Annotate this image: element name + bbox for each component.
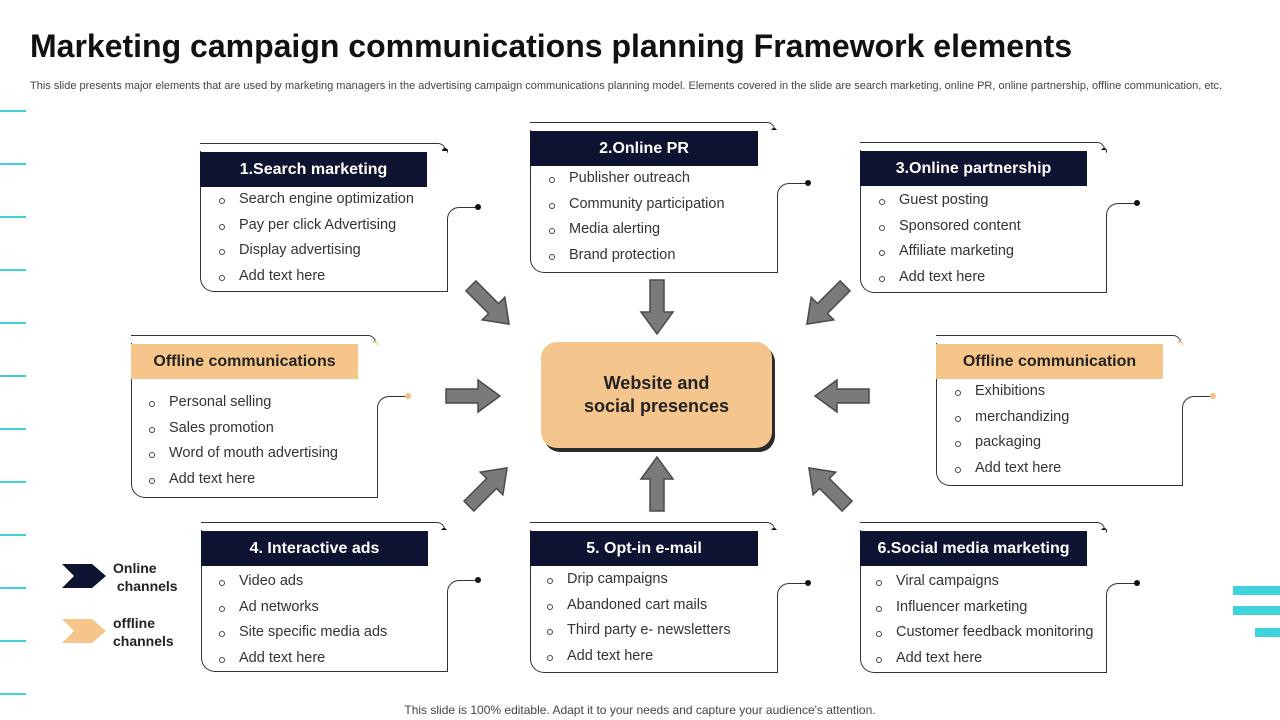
item-list: Exhibitions merchandizing packaging Add … bbox=[955, 379, 1069, 481]
legend-offline-label: offline channels bbox=[113, 615, 174, 649]
arrow-from-online-pr bbox=[640, 279, 674, 335]
box-header: 1.Search marketing bbox=[200, 152, 427, 187]
list-item: Influencer marketing bbox=[876, 595, 1093, 621]
list-item: Publisher outreach bbox=[549, 166, 725, 192]
right-bar-decoration bbox=[1255, 628, 1280, 637]
list-item: Drip campaigns bbox=[547, 567, 731, 593]
footer-note: This slide is 100% editable. Adapt it to… bbox=[404, 703, 876, 717]
list-item: Add text here bbox=[219, 264, 414, 290]
list-item: Exhibitions bbox=[955, 379, 1069, 405]
center-node: Website and social presences bbox=[541, 342, 772, 448]
list-item: Guest posting bbox=[879, 188, 1021, 214]
arrow-from-email bbox=[640, 456, 674, 512]
right-bar-decoration bbox=[1233, 606, 1280, 615]
list-item: Sponsored content bbox=[879, 214, 1021, 240]
item-list: Viral campaigns Influencer marketing Cus… bbox=[876, 569, 1093, 671]
list-item: Add text here bbox=[876, 646, 1093, 672]
box-header: 2.Online PR bbox=[530, 131, 758, 166]
list-item: Community participation bbox=[549, 192, 725, 218]
list-item: Sales promotion bbox=[149, 416, 338, 442]
box-header: 4. Interactive ads bbox=[201, 531, 428, 566]
list-item: merchandizing bbox=[955, 405, 1069, 431]
list-item: Add text here bbox=[547, 644, 731, 670]
list-item: Add text here bbox=[219, 646, 387, 672]
legend-online-label: Online channels bbox=[113, 560, 178, 594]
list-item: Search engine optimization bbox=[219, 187, 414, 213]
arrow-from-social bbox=[796, 455, 860, 519]
box-header: 5. Opt-in e-mail bbox=[530, 531, 758, 566]
list-item: Viral campaigns bbox=[876, 569, 1093, 595]
page-title: Marketing campaign communications planni… bbox=[30, 28, 1073, 64]
right-bar-decoration bbox=[1233, 586, 1280, 595]
list-item: Site specific media ads bbox=[219, 620, 387, 646]
box-header: Offline communication bbox=[936, 344, 1163, 379]
box-header: 3.Online partnership bbox=[860, 151, 1087, 186]
list-item: Personal selling bbox=[149, 390, 338, 416]
item-list: Personal selling Sales promotion Word of… bbox=[149, 390, 338, 492]
page-subtitle: This slide presents major elements that … bbox=[30, 80, 1223, 92]
list-item: Abandoned cart mails bbox=[547, 593, 731, 619]
list-item: Brand protection bbox=[549, 243, 725, 269]
item-list: Publisher outreach Community participati… bbox=[549, 166, 725, 268]
list-item: Media alerting bbox=[549, 217, 725, 243]
list-item: Customer feedback monitoring bbox=[876, 620, 1093, 646]
list-item: packaging bbox=[955, 430, 1069, 456]
list-item: Word of mouth advertising bbox=[149, 441, 338, 467]
list-item: Affiliate marketing bbox=[879, 239, 1021, 265]
list-item: Pay per click Advertising bbox=[219, 213, 414, 239]
item-list: Search engine optimization Pay per click… bbox=[219, 187, 414, 289]
offline-channel-arrow-icon bbox=[62, 619, 106, 643]
item-list: Drip campaigns Abandoned cart mails Thir… bbox=[547, 567, 731, 669]
list-item: Video ads bbox=[219, 569, 387, 595]
list-item: Add text here bbox=[879, 265, 1021, 291]
item-list: Video ads Ad networks Site specific medi… bbox=[219, 569, 387, 671]
list-item: Display advertising bbox=[219, 238, 414, 264]
arrow-from-partnership bbox=[794, 273, 858, 337]
list-item: Ad networks bbox=[219, 595, 387, 621]
arrow-from-offline-left bbox=[445, 379, 501, 413]
arrow-from-offline-right bbox=[814, 379, 870, 413]
list-item: Third party e- newsletters bbox=[547, 618, 731, 644]
online-channel-arrow-icon bbox=[62, 564, 106, 588]
list-item: Add text here bbox=[955, 456, 1069, 482]
box-header: Offline communications bbox=[131, 344, 358, 379]
arrow-from-interactive bbox=[456, 455, 520, 519]
box-header: 6.Social media marketing bbox=[860, 531, 1087, 566]
item-list: Guest posting Sponsored content Affiliat… bbox=[879, 188, 1021, 290]
center-label: Website and social presences bbox=[583, 373, 730, 416]
list-item: Add text here bbox=[149, 467, 338, 493]
